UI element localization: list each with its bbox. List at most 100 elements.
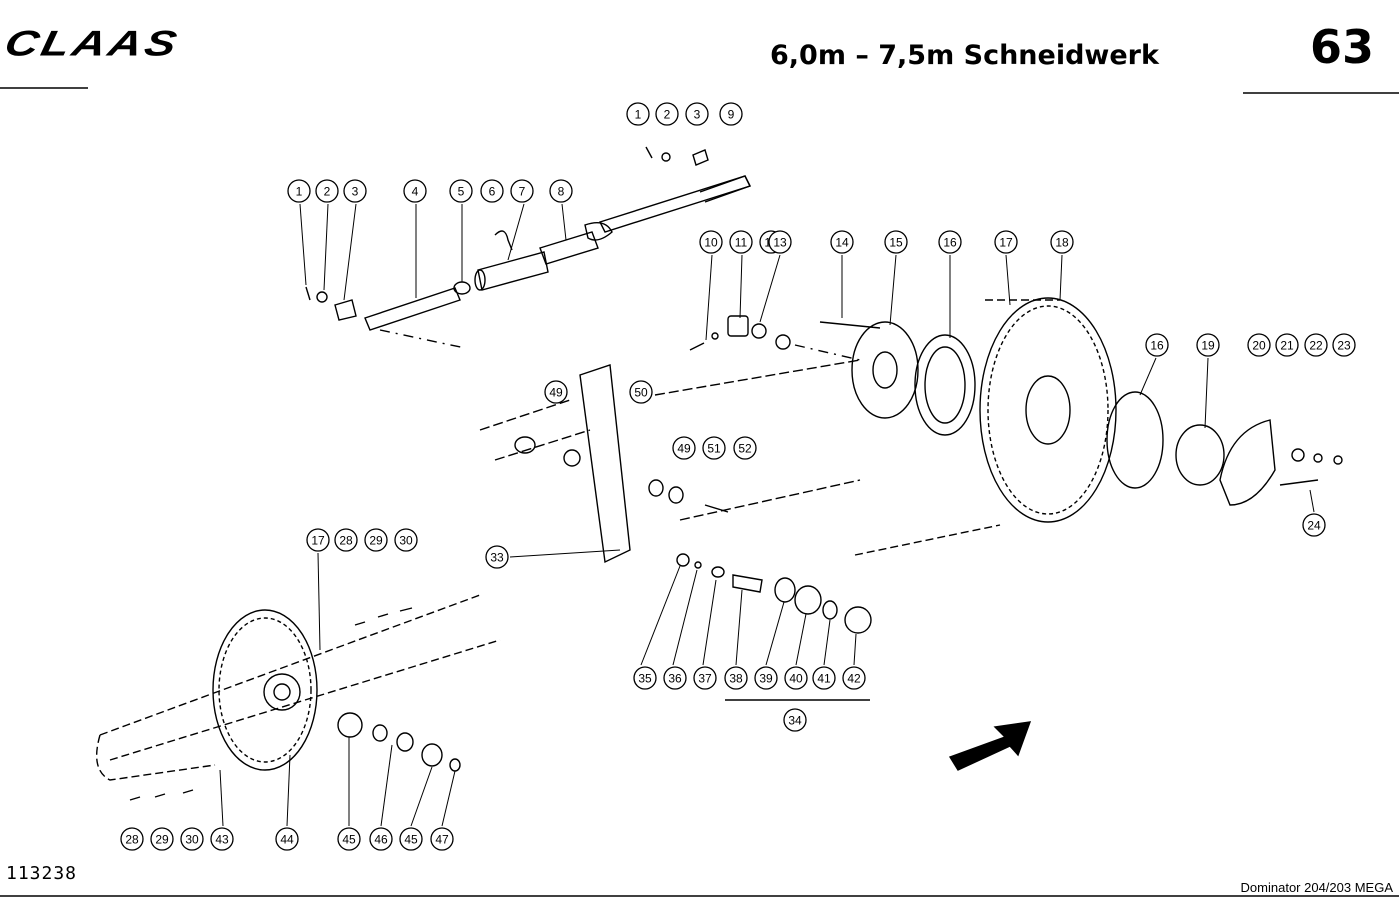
callout-6: 6 bbox=[480, 179, 504, 203]
callout-label: 15 bbox=[889, 236, 903, 250]
mounting-plate-group bbox=[479, 359, 861, 564]
callout-circle bbox=[884, 230, 908, 254]
callout-17: 17 bbox=[306, 528, 330, 552]
upper-shaft-group bbox=[305, 146, 751, 349]
callout-circle bbox=[812, 666, 836, 690]
callout-36: 36 bbox=[663, 666, 687, 690]
callout-circle bbox=[485, 545, 509, 569]
callout-circle bbox=[480, 179, 504, 203]
callout-2: 2 bbox=[655, 102, 679, 126]
callout-1: 1 bbox=[626, 102, 650, 126]
callout-circle bbox=[150, 827, 174, 851]
callout-33: 33 bbox=[485, 545, 509, 569]
callout-label: 29 bbox=[155, 833, 169, 847]
callout-28: 28 bbox=[120, 827, 144, 851]
callout-circle bbox=[180, 827, 204, 851]
callout-30: 30 bbox=[180, 827, 204, 851]
callout-label: 4 bbox=[412, 185, 419, 199]
callout-11: 11 bbox=[729, 230, 753, 254]
callout-circle bbox=[334, 528, 358, 552]
callout-circle bbox=[399, 827, 423, 851]
callout-circle bbox=[1247, 333, 1271, 357]
callout-14: 14 bbox=[830, 230, 854, 254]
callout-label: 13 bbox=[773, 236, 787, 250]
callout-circle bbox=[306, 528, 330, 552]
callout-45: 45 bbox=[337, 827, 361, 851]
callout-label: 52 bbox=[738, 442, 752, 456]
callout-49: 49 bbox=[544, 380, 568, 404]
callout-label: 28 bbox=[339, 534, 353, 548]
callout-43: 43 bbox=[210, 827, 234, 851]
callout-label: 33 bbox=[490, 551, 504, 565]
callout-label: 5 bbox=[458, 185, 465, 199]
callout-circle bbox=[337, 827, 361, 851]
callout-19: 19 bbox=[1196, 333, 1220, 357]
callout-label: 22 bbox=[1309, 339, 1323, 353]
callout-label: 44 bbox=[280, 833, 294, 847]
callout-2: 2 bbox=[315, 179, 339, 203]
callout-label: 9 bbox=[728, 108, 735, 122]
callout-label: 28 bbox=[125, 833, 139, 847]
callout-label: 50 bbox=[634, 386, 648, 400]
callout-label: 42 bbox=[847, 672, 861, 686]
callout-37: 37 bbox=[693, 666, 717, 690]
callout-49: 49 bbox=[672, 436, 696, 460]
callout-circle bbox=[120, 827, 144, 851]
callout-circle bbox=[343, 179, 367, 203]
callout-label: 34 bbox=[788, 714, 802, 728]
callout-circle bbox=[364, 528, 388, 552]
callout-label: 40 bbox=[789, 672, 803, 686]
callout-circle bbox=[784, 666, 808, 690]
callout-28: 28 bbox=[334, 528, 358, 552]
callout-circle bbox=[1050, 230, 1074, 254]
machine-model: Dominator 204/203 MEGA bbox=[1240, 880, 1393, 895]
callout-22: 22 bbox=[1304, 333, 1328, 357]
callout-circle bbox=[663, 666, 687, 690]
callout-label: 38 bbox=[729, 672, 743, 686]
callout-label: 49 bbox=[549, 386, 563, 400]
callout-24: 24 bbox=[1302, 513, 1326, 537]
callout-circle bbox=[655, 102, 679, 126]
callout-label: 21 bbox=[1280, 339, 1294, 353]
callout-label: 8 bbox=[558, 185, 565, 199]
callout-circle bbox=[449, 179, 473, 203]
callout-circle bbox=[783, 708, 807, 732]
callout-label: 3 bbox=[352, 185, 359, 199]
callout-34: 34 bbox=[783, 708, 807, 732]
callout-circle bbox=[394, 528, 418, 552]
callout-8: 8 bbox=[549, 179, 573, 203]
callout-17: 17 bbox=[994, 230, 1018, 254]
callout-circle bbox=[1332, 333, 1356, 357]
callout-29: 29 bbox=[364, 528, 388, 552]
callout-label: 7 bbox=[519, 185, 526, 199]
callout-3: 3 bbox=[343, 179, 367, 203]
callout-circle bbox=[768, 230, 792, 254]
callout-40: 40 bbox=[784, 666, 808, 690]
callout-label: 2 bbox=[324, 185, 331, 199]
callout-circle bbox=[938, 230, 962, 254]
callout-label: 46 bbox=[374, 833, 388, 847]
callout-circle bbox=[315, 179, 339, 203]
lower-sprocket-group bbox=[96, 594, 501, 801]
callout-5: 5 bbox=[449, 179, 473, 203]
callout-circle bbox=[633, 666, 657, 690]
callout-29: 29 bbox=[150, 827, 174, 851]
callout-51: 51 bbox=[702, 436, 726, 460]
leader-lines bbox=[219, 203, 1315, 827]
callout-label: 1 bbox=[296, 185, 303, 199]
callout-circle bbox=[693, 666, 717, 690]
callout-circle bbox=[549, 179, 573, 203]
callout-45: 45 bbox=[399, 827, 423, 851]
callout-circle bbox=[1196, 333, 1220, 357]
callout-circle bbox=[672, 436, 696, 460]
callout-18: 18 bbox=[1050, 230, 1074, 254]
callout-23: 23 bbox=[1332, 333, 1356, 357]
callout-label: 23 bbox=[1337, 339, 1351, 353]
callout-label: 29 bbox=[369, 534, 383, 548]
callout-circle bbox=[699, 230, 723, 254]
callout-15: 15 bbox=[884, 230, 908, 254]
callout-label: 3 bbox=[694, 108, 701, 122]
callout-circle bbox=[1275, 333, 1299, 357]
callout-label: 35 bbox=[638, 672, 652, 686]
callout-label: 16 bbox=[943, 236, 957, 250]
